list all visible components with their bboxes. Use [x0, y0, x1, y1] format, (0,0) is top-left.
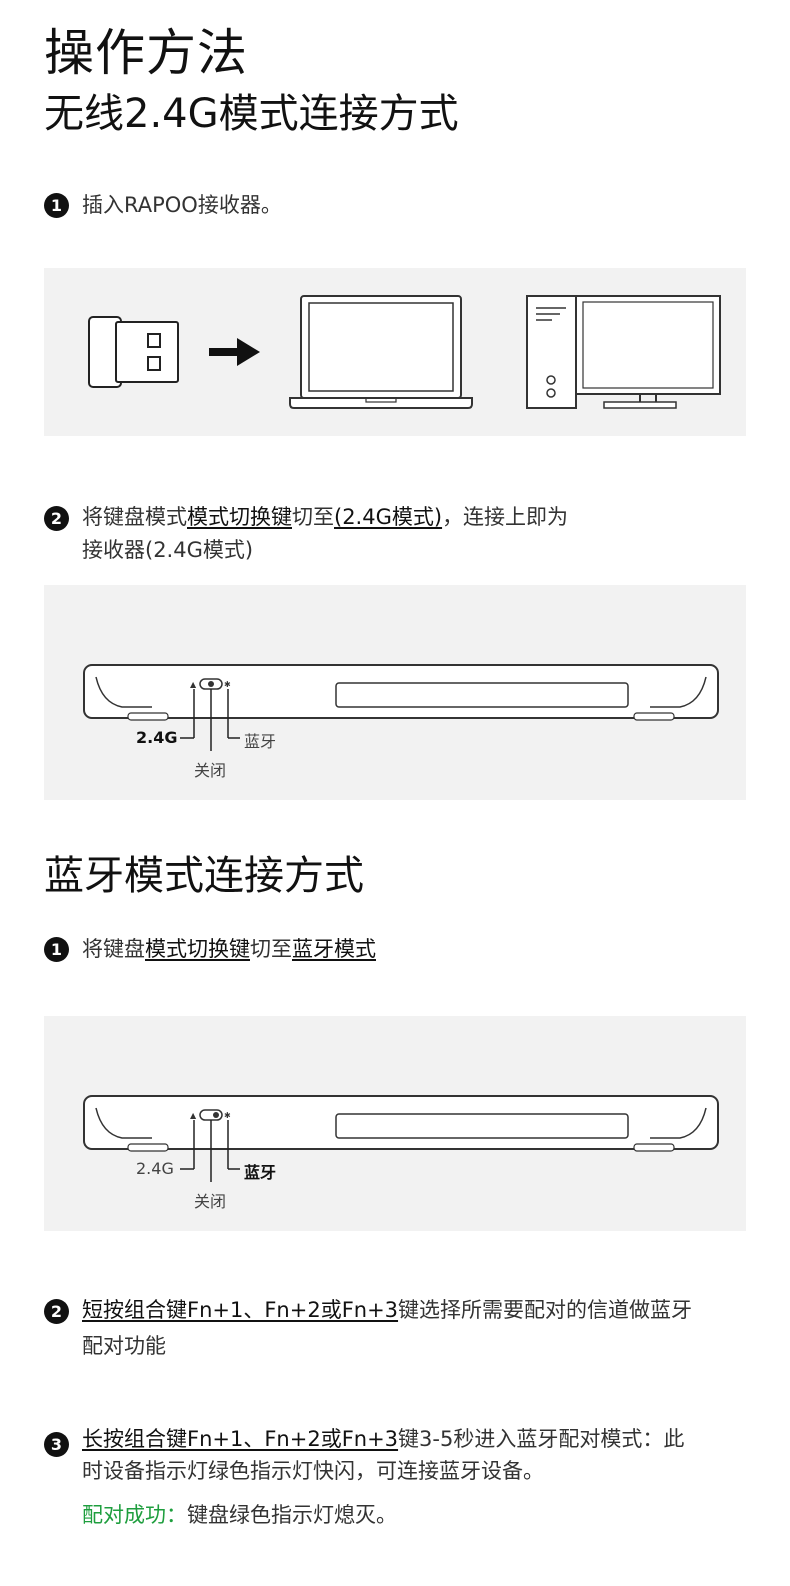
- bt-step-2-post: 键选择所需要配对的信道做蓝牙: [398, 1298, 693, 1322]
- step-number-2: 2: [44, 506, 69, 531]
- svg-text:▲: ▲: [190, 1111, 197, 1120]
- svg-text:✱: ✱: [224, 680, 231, 689]
- desktop-tower-icon: [526, 295, 577, 409]
- short-press-combo-label: 短按组合键Fn+1、Fn+2或Fn+3: [82, 1298, 399, 1322]
- bt-step-number-3: 3: [44, 1432, 69, 1457]
- page-title: 操作方法: [44, 24, 248, 82]
- keyboard-side-icon: [83, 664, 719, 721]
- bt-step-3-text: 长按组合键Fn+1、Fn+2或Fn+3键3-5秒进入蓝牙配对模式：此: [82, 1423, 762, 1456]
- mode-switch-key-label: 模式切换键: [187, 505, 292, 529]
- usb-receiver-icon: [88, 316, 179, 388]
- receiver-illustration: [88, 295, 721, 409]
- keyboard-switch-illustration: ▲ ✱: [83, 664, 719, 751]
- bt-switch-label-off: 关闭: [194, 1192, 227, 1211]
- bt-step-2-text: 短按组合键Fn+1、Fn+2或Fn+3键选择所需要配对的信道做蓝牙: [82, 1294, 762, 1327]
- bt-step-1-pre: 将键盘: [82, 937, 145, 961]
- pairing-success-line: 配对成功：键盘绿色指示灯熄灭。: [82, 1499, 762, 1532]
- section-title-wireless: 无线2.4G模式连接方式: [44, 91, 459, 137]
- bt-step-number-1: 1: [44, 937, 69, 962]
- step-number-1: 1: [44, 193, 69, 218]
- pairing-success-text: 键盘绿色指示灯熄灭。: [187, 1503, 397, 1527]
- bt-switch-label-bluetooth: 蓝牙: [244, 1163, 277, 1182]
- svg-text:✱: ✱: [224, 1111, 231, 1120]
- switch-label-off: 关闭: [194, 761, 227, 780]
- bt-step-2-line2: 配对功能: [82, 1334, 166, 1358]
- mode-2-4g-label: (2.4G模式): [334, 505, 443, 529]
- section-title-bluetooth: 蓝牙模式连接方式: [44, 853, 364, 899]
- bt-step-3-post: 键3-5秒进入蓝牙配对模式：此: [398, 1427, 685, 1451]
- step-2-mid: 切至: [292, 505, 334, 529]
- svg-text:▲: ▲: [190, 680, 197, 689]
- arrow-right-icon: [209, 338, 260, 366]
- bt-step-number-2: 2: [44, 1299, 69, 1324]
- bt-step-1-mid: 切至: [250, 937, 292, 961]
- bt-mode-switch-key-label: 模式切换键: [145, 937, 250, 961]
- laptop-icon: [289, 295, 473, 409]
- monitor-icon: [575, 295, 721, 409]
- keyboard-side-icon: [83, 1095, 719, 1152]
- keyboard-switch-panel-bluetooth: ▲ ✱ 2.4G 关闭 蓝牙: [44, 1016, 746, 1231]
- bt-step-1-text: 将键盘模式切换键切至蓝牙模式: [82, 933, 762, 966]
- keyboard-switch-panel-wireless: ▲ ✱ 2.4G 关闭 蓝牙: [44, 585, 746, 800]
- keyboard-switch-illustration-bt: ▲ ✱: [83, 1095, 719, 1182]
- long-press-combo-label: 长按组合键Fn+1、Fn+2或Fn+3: [82, 1427, 399, 1451]
- bt-switch-label-2-4g: 2.4G: [136, 1159, 174, 1178]
- step-1-text: 插入RAPOO接收器。: [82, 193, 282, 217]
- mode-switch-icon: ▲ ✱: [190, 1109, 231, 1121]
- switch-label-2-4g: 2.4G: [136, 728, 178, 747]
- step-2-post: ，连接上即为: [442, 505, 569, 529]
- mode-switch-icon: ▲ ✱: [190, 678, 231, 690]
- pairing-success-label: 配对成功：: [82, 1503, 187, 1527]
- bt-mode-label: 蓝牙模式: [292, 937, 376, 961]
- step-2-line2: 接收器(2.4G模式): [82, 538, 254, 562]
- bt-step-3-line2: 时设备指示灯绿色指示灯快闪，可连接蓝牙设备。: [82, 1459, 544, 1483]
- step-2-text: 将键盘模式模式切换键切至(2.4G模式)，连接上即为: [82, 501, 762, 534]
- receiver-illustration-panel: [44, 268, 746, 436]
- switch-label-bluetooth: 蓝牙: [244, 732, 277, 751]
- step-2-pre: 将键盘模式: [82, 505, 187, 529]
